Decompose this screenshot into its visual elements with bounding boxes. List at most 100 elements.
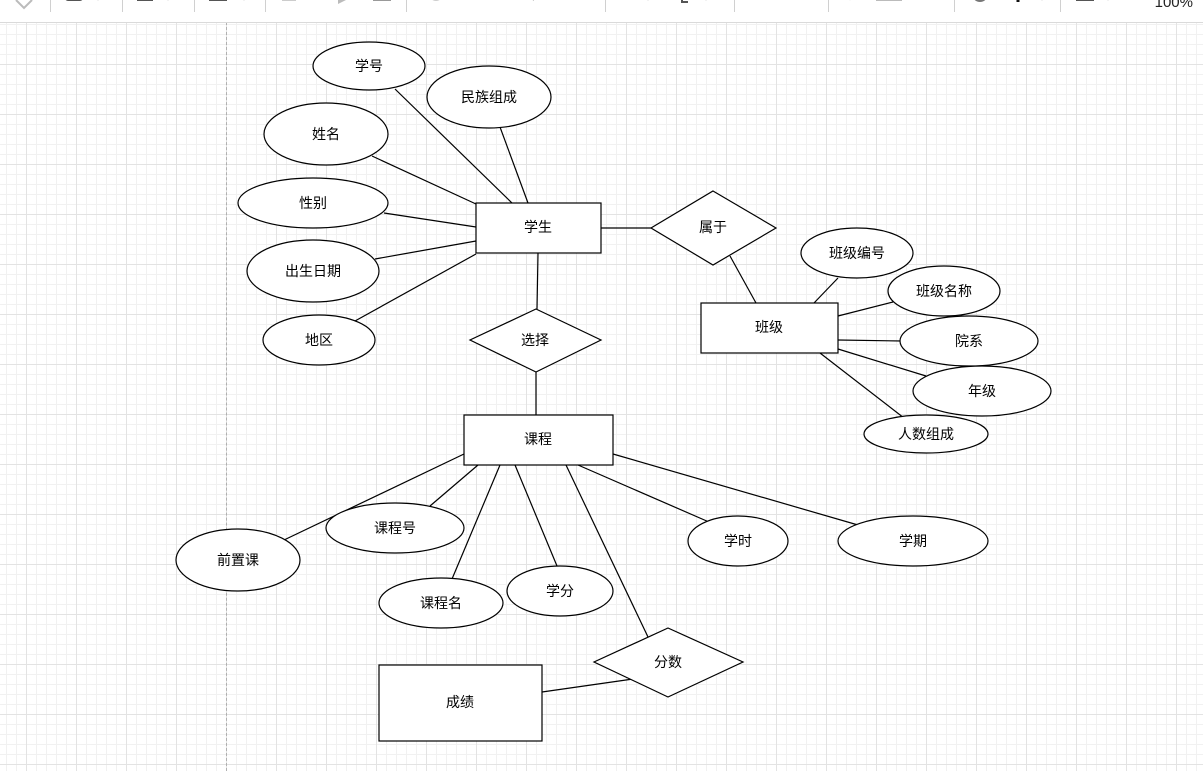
toolbar-separator — [1060, 0, 1061, 12]
attribute-credit[interactable]: 学分 — [506, 565, 614, 617]
attribute-ethnicity[interactable]: 民族组成 — [426, 65, 552, 129]
attribute-label: 地区 — [305, 333, 333, 349]
connector-line[interactable] — [837, 301, 894, 317]
page-icon[interactable] — [280, 0, 300, 12]
line-start-icon[interactable] — [640, 0, 730, 12]
attribute-class-no[interactable]: 班级编号 — [800, 227, 914, 279]
tool-waypoint-icon[interactable] — [134, 0, 180, 12]
connector-line[interactable] — [837, 348, 927, 377]
table-icon[interactable] — [1074, 0, 1120, 12]
toolbar-separator — [50, 0, 51, 12]
attribute-class-name[interactable]: 班级名称 — [887, 265, 1001, 317]
connector-line[interactable] — [565, 464, 649, 638]
format-icon[interactable] — [842, 0, 942, 12]
entity-label: 课程 — [524, 432, 552, 448]
connector-line[interactable] — [541, 678, 634, 693]
toolbar-separator — [734, 0, 735, 12]
connector-line[interactable] — [729, 255, 757, 304]
connector-line[interactable] — [514, 464, 558, 567]
tool-shape-icon[interactable] — [62, 0, 108, 12]
connector-line[interactable] — [429, 464, 479, 507]
entities: 学生 班级 课程 成绩 — [378, 202, 839, 742]
toolbar-separator — [122, 0, 123, 12]
history-icon[interactable] — [424, 0, 448, 12]
attribute-label: 民族组成 — [461, 90, 517, 106]
to-front-icon[interactable] — [752, 0, 812, 12]
print-icon[interactable] — [370, 0, 394, 12]
relationships: 属于 选择 分数 — [468, 190, 778, 698]
toolbar-separator — [605, 0, 606, 12]
connector-line[interactable] — [499, 126, 529, 204]
attribute-department[interactable]: 院系 — [899, 315, 1039, 367]
attribute-semester[interactable]: 学期 — [837, 515, 989, 567]
connector-line[interactable] — [612, 453, 859, 526]
attribute-headcount[interactable]: 人数组成 — [863, 414, 989, 454]
attribute-prereq[interactable]: 前置课 — [175, 528, 301, 592]
attribute-birthdate[interactable]: 出生日期 — [246, 239, 380, 303]
attribute-year[interactable]: 年级 — [912, 365, 1052, 417]
attribute-label: 学时 — [724, 534, 752, 550]
attribute-label: 人数组成 — [898, 427, 954, 443]
attribute-label: 课程号 — [374, 521, 416, 537]
waypoint-icon[interactable] — [572, 0, 592, 12]
connector-line[interactable] — [819, 352, 905, 419]
relationship-label: 分数 — [654, 655, 682, 671]
connector-lines — [283, 88, 927, 693]
attribute-course-name[interactable]: 课程名 — [378, 577, 504, 629]
relationship-label: 选择 — [521, 333, 549, 349]
connector-line[interactable] — [577, 464, 710, 523]
connection-style-icon[interactable] — [478, 0, 542, 12]
tool-container-icon[interactable] — [206, 0, 252, 12]
attribute-student-no[interactable]: 学号 — [312, 41, 426, 91]
relationship-label: 属于 — [699, 220, 727, 236]
attribute-region[interactable]: 地区 — [262, 314, 376, 366]
attribute-label: 姓名 — [312, 127, 340, 143]
connector-line[interactable] — [451, 464, 501, 580]
attribute-course-no[interactable]: 课程号 — [325, 502, 465, 554]
attribute-label: 年级 — [968, 384, 996, 400]
connector-line[interactable] — [374, 240, 477, 260]
attributes: 学号 民族组成 姓名 性别 出生日期 地区 班级编号 班级名称 — [175, 41, 1052, 629]
page-break-line — [226, 22, 227, 771]
entity-course[interactable]: 课程 — [463, 414, 614, 466]
zoom-level[interactable]: 100% — [1154, 0, 1193, 11]
attribute-label: 性别 — [299, 196, 327, 212]
tool-fill-icon[interactable] — [12, 0, 36, 12]
attribute-label: 学期 — [899, 534, 927, 550]
entity-class[interactable]: 班级 — [700, 302, 839, 354]
connector-line[interactable] — [394, 88, 513, 204]
connector-line[interactable] — [837, 339, 903, 342]
relationship-select[interactable]: 选择 — [468, 308, 603, 373]
connector-line[interactable] — [536, 252, 539, 310]
attribute-name[interactable]: 姓名 — [263, 102, 389, 166]
attribute-label: 学号 — [355, 59, 383, 75]
connector-line[interactable] — [383, 212, 477, 228]
toolbar-separator — [954, 0, 955, 12]
toolbar-separator — [194, 0, 195, 12]
relationship-belongs[interactable]: 属于 — [649, 190, 778, 266]
entity-label: 班级 — [755, 320, 783, 336]
clock-icon[interactable] — [970, 0, 990, 12]
toolbar-separator — [406, 0, 407, 12]
attribute-hours[interactable]: 学时 — [687, 515, 789, 567]
connector-line[interactable] — [813, 277, 839, 304]
connector-line[interactable] — [283, 453, 465, 541]
connector-line[interactable] — [371, 155, 477, 205]
attribute-label: 班级名称 — [916, 284, 972, 300]
toolbar-separator — [828, 0, 829, 12]
entity-label: 成绩 — [446, 695, 474, 711]
entity-grade[interactable]: 成绩 — [378, 664, 543, 742]
attribute-label: 前置课 — [217, 552, 259, 569]
connector-line[interactable] — [354, 253, 477, 322]
relationship-score[interactable]: 分数 — [592, 627, 745, 698]
entity-student[interactable]: 学生 — [475, 202, 602, 254]
attribute-label: 出生日期 — [285, 264, 341, 280]
attribute-label: 院系 — [955, 334, 983, 350]
attribute-label: 学分 — [546, 584, 574, 600]
attribute-gender[interactable]: 性别 — [237, 177, 389, 229]
attribute-label: 班级编号 — [829, 246, 885, 262]
insert-plus-icon[interactable] — [1008, 0, 1054, 12]
entity-label: 学生 — [524, 220, 552, 236]
play-icon[interactable] — [334, 0, 354, 12]
